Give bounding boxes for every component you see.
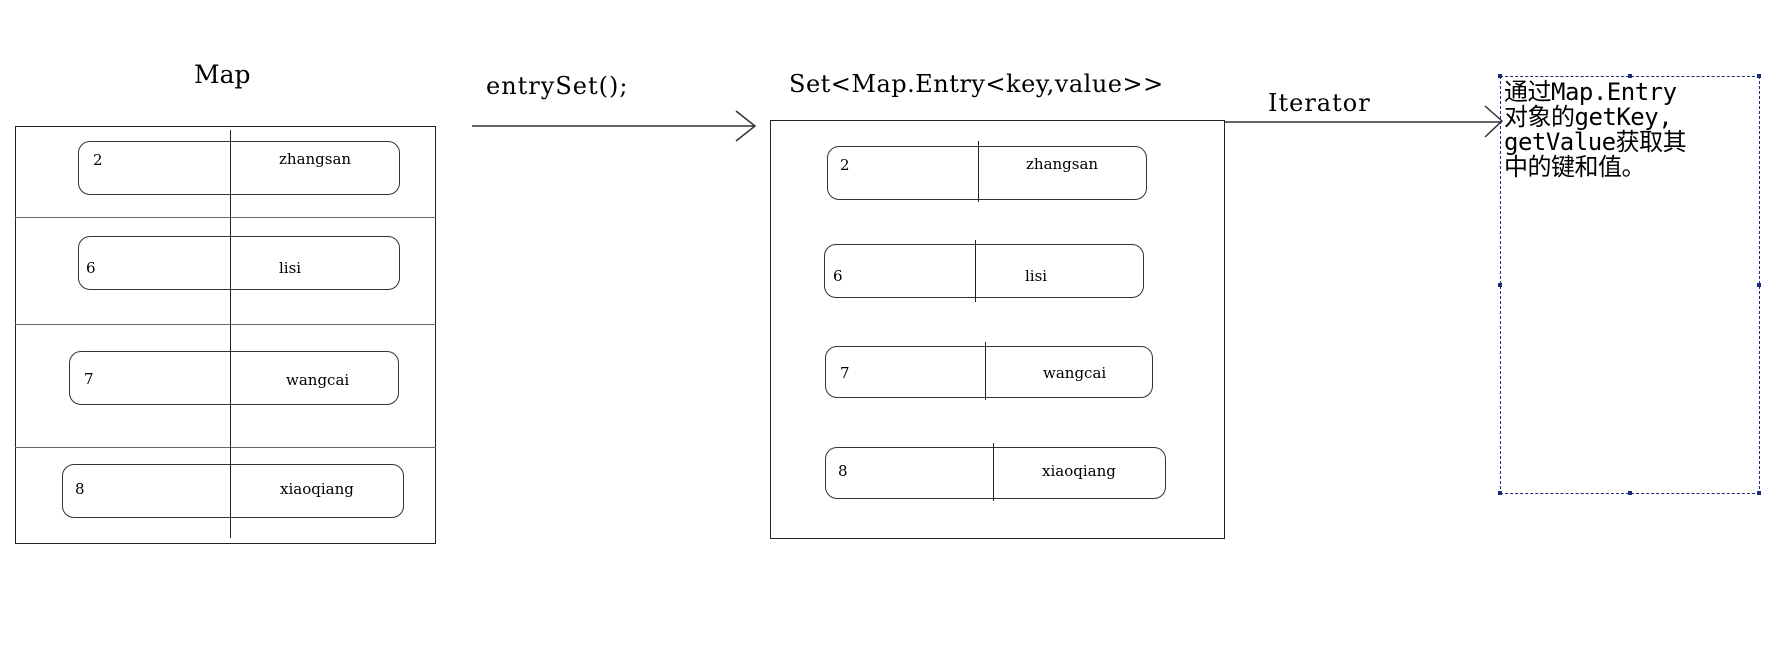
set-entry-value: zhangsan xyxy=(1026,155,1099,173)
map-entry-value: zhangsan xyxy=(279,150,352,168)
set-entry xyxy=(827,146,1147,200)
map-entry-key: 8 xyxy=(75,480,85,498)
map-entry xyxy=(78,236,400,290)
map-table xyxy=(15,126,436,544)
resize-handle[interactable] xyxy=(1757,491,1761,495)
resize-handle[interactable] xyxy=(1498,74,1502,78)
set-entry-key: 7 xyxy=(840,364,850,382)
map-entry-value: wangcai xyxy=(286,371,350,389)
map-entry-value: lisi xyxy=(279,259,302,277)
iterator-arrow xyxy=(1224,105,1504,138)
resize-handle[interactable] xyxy=(1498,283,1502,287)
set-title: Set<Map.Entry<key,value>> xyxy=(789,70,1164,98)
entry-set-box xyxy=(770,120,1225,539)
map-entry-value: xiaoqiang xyxy=(280,480,354,498)
set-entry-key: 6 xyxy=(833,267,843,285)
set-entry-key: 2 xyxy=(840,156,850,174)
note-line: 通过Map.Entry xyxy=(1504,78,1677,106)
entryset-arrow xyxy=(472,110,757,142)
note-line: 对象的getKey, xyxy=(1504,103,1673,131)
note-text: 通过Map.Entry 对象的getKey, getValue获取其 中的键和值… xyxy=(1504,80,1759,180)
set-entry-value: wangcai xyxy=(1043,364,1107,382)
set-entry-separator xyxy=(975,240,976,302)
map-entry xyxy=(78,141,400,195)
resize-handle[interactable] xyxy=(1628,74,1632,78)
set-entry-value: xiaoqiang xyxy=(1042,462,1116,480)
map-row-divider xyxy=(15,217,436,218)
resize-handle[interactable] xyxy=(1757,283,1761,287)
map-entry-key: 6 xyxy=(86,259,96,277)
map-title: Map xyxy=(194,60,251,89)
set-entry xyxy=(825,447,1166,499)
map-entry-key: 2 xyxy=(93,151,103,169)
resize-handle[interactable] xyxy=(1498,491,1502,495)
resize-handle[interactable] xyxy=(1757,74,1761,78)
set-entry-separator xyxy=(978,141,979,202)
resize-handle[interactable] xyxy=(1628,491,1632,495)
map-row-divider xyxy=(15,324,436,325)
set-entry-separator xyxy=(985,342,986,400)
set-entry xyxy=(825,346,1153,398)
map-row-divider xyxy=(15,447,436,448)
set-entry-separator xyxy=(993,443,994,501)
note-line: getValue获取其 xyxy=(1504,128,1687,156)
entryset-label: entrySet(); xyxy=(486,72,629,100)
note-line: 中的键和值。 xyxy=(1504,153,1646,181)
set-entry-key: 8 xyxy=(838,462,848,480)
set-entry xyxy=(824,244,1144,298)
map-entry-key: 7 xyxy=(84,370,94,388)
iterator-label: Iterator xyxy=(1268,89,1371,117)
map-entry xyxy=(62,464,404,518)
map-key-value-separator xyxy=(230,130,231,538)
map-entry xyxy=(69,351,399,405)
set-entry-value: lisi xyxy=(1025,267,1048,285)
